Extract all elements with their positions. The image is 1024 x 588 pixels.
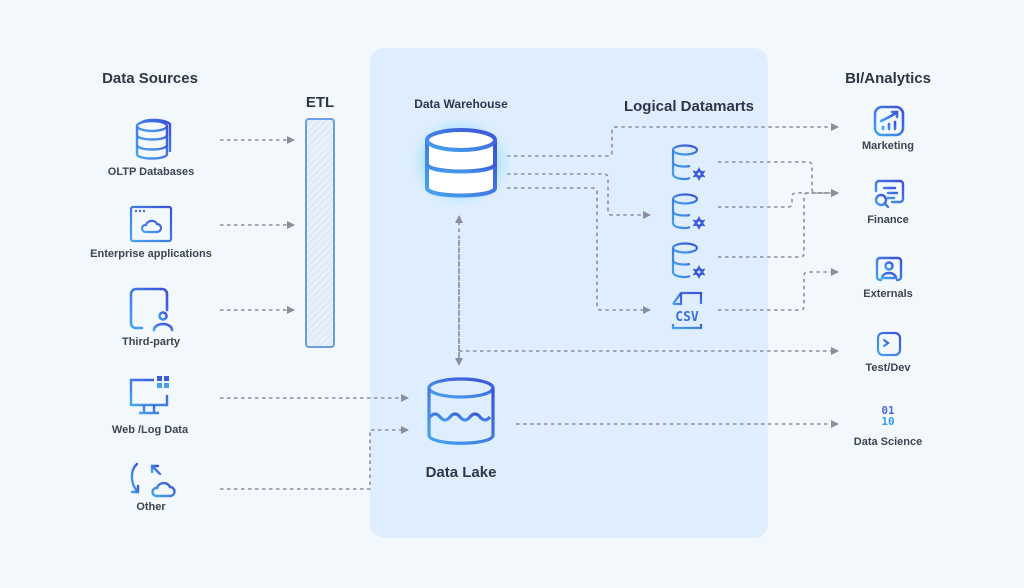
document-search-icon [874,179,905,209]
data-lake-heading: Data Lake [425,464,497,481]
database-gear-icon [671,144,706,181]
database-gear-icon [671,242,706,279]
connector-mart2-finance [718,189,839,208]
browser-cloud-icon [129,205,173,243]
connector-warehouse-mart2 [507,173,651,219]
source-label: Other [136,501,166,513]
data-sources-heading: Data Sources [102,70,198,87]
source-label: Web /Log Data [111,424,189,436]
connector-warehouse-marketing [507,123,839,157]
consumer-label: Externals [863,288,913,300]
csv-file-icon: CSV [671,291,703,330]
source-label: Enterprise applications [90,248,212,260]
sync-cloud-icon [130,462,176,498]
database-icon [409,116,513,208]
bi-analytics-heading: BI/Analytics [845,70,931,87]
consumer-label: Data Science [853,436,923,448]
connector-csv-externals [718,268,839,311]
connector-warehouse-csv [507,187,651,314]
source-label: OLTP Databases [107,166,195,178]
consumer-label: Finance [867,214,909,226]
chart-growth-icon [873,105,905,137]
data-warehouse-heading: Data Warehouse [414,97,508,111]
consumer-label: Test/Dev [865,362,911,374]
csv-text: CSV [675,310,699,325]
database-gear-icon [671,193,706,230]
etl-bar [305,118,335,348]
terminal-icon [876,331,902,357]
consumer-label: Marketing [862,140,914,152]
connector-mart1-finance [718,161,839,197]
database-stack-icon [135,118,172,160]
document-user-icon [129,287,174,332]
monitor-grid-icon [129,376,169,415]
logical-datamarts-heading: Logical Datamarts [623,98,755,115]
connector-other-lake [220,426,409,490]
etl-heading: ETL [305,94,335,111]
user-badge-icon [875,256,903,282]
connector-mart3-finance [718,189,839,258]
data-lake-icon [427,377,495,445]
binary-icon: 01 10 [881,404,895,428]
source-label: Third-party [121,336,181,348]
